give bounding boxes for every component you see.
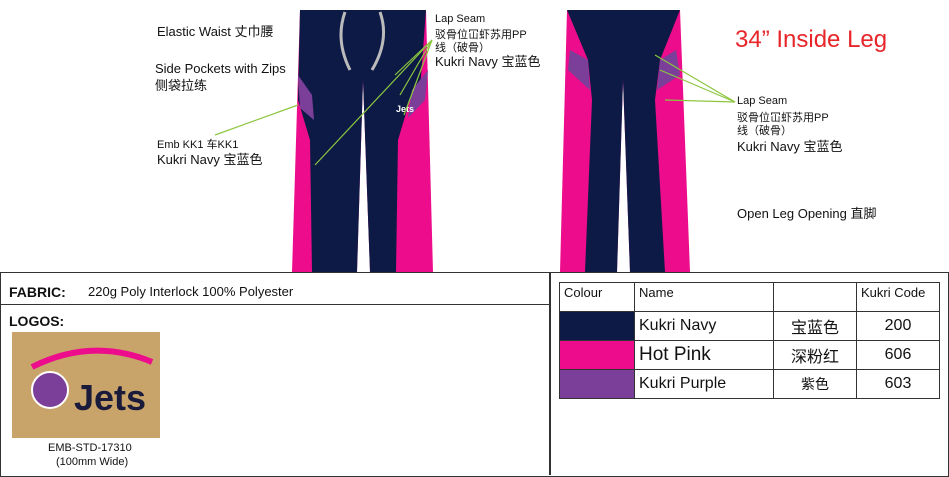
colour-name: Kukri Navy (634, 311, 774, 341)
open-leg-label: Open Leg Opening 直脚 (737, 206, 877, 221)
logos-label: LOGOS: (9, 313, 65, 329)
side-pockets-cn: 侧袋拉练 (155, 78, 208, 93)
front-pants: Jets (292, 10, 433, 272)
back-pants (560, 10, 690, 272)
table-header: Colour Name Kukri Code (559, 282, 940, 312)
lap-seam-back-cn1: 驳骨位冚虾苏用PP (737, 112, 829, 124)
header-name: Name (634, 282, 774, 312)
table-row: Kukri Purple 紫色 603 (559, 369, 940, 399)
svg-text:Jets: Jets (396, 104, 414, 114)
fabric-label: FABRIC: (9, 284, 66, 300)
table-row: Hot Pink 深粉红 606 (559, 340, 940, 370)
emb-colour: Kukri Navy 宝蓝色 (157, 152, 263, 167)
lap-seam-front-cn2: 线（破骨） (435, 42, 490, 54)
svg-text:Jets: Jets (74, 377, 146, 418)
lap-seam-back-cn2: 线（破骨） (737, 125, 792, 137)
swatch-navy (559, 311, 635, 341)
colour-code: 200 (856, 311, 940, 341)
colour-name: Kukri Purple (634, 369, 774, 399)
emb-label: Emb KK1 车KK1 (157, 139, 239, 151)
colour-cn: 深粉红 (773, 340, 857, 370)
swatch-purple (559, 369, 635, 399)
header-colour: Colour (559, 282, 635, 312)
lap-seam-back: Lap Seam (737, 95, 788, 107)
table-row: Kukri Navy 宝蓝色 200 (559, 311, 940, 341)
fabric-value: 220g Poly Interlock 100% Polyester (88, 284, 294, 299)
leader-lines (214, 39, 736, 166)
garment-illustration: Jets (214, 10, 736, 272)
header-code: Kukri Code (856, 282, 940, 312)
colour-cn: 紫色 (773, 369, 857, 399)
header-cn (773, 282, 857, 312)
side-pockets-label: Side Pockets with Zips (155, 61, 286, 76)
lap-seam-front-cn1: 驳骨位冚虾苏用PP (435, 29, 527, 41)
jets-logo: Jets (12, 332, 160, 438)
lap-seam-front-colour: Kukri Navy 宝蓝色 (435, 54, 541, 69)
divider (549, 272, 551, 475)
colour-cn: 宝蓝色 (773, 311, 857, 341)
swatch-pink (559, 340, 635, 370)
colour-name: Hot Pink (634, 340, 774, 370)
colour-code: 606 (856, 340, 940, 370)
lap-seam-back-colour: Kukri Navy 宝蓝色 (737, 139, 843, 154)
colour-code: 603 (856, 369, 940, 399)
logo-code: EMB-STD-17310 (48, 442, 132, 454)
elastic-waist-label: Elastic Waist 丈巾腰 (157, 24, 274, 39)
colour-table: Colour Name Kukri Code Kukri Navy 宝蓝色 20… (559, 282, 940, 399)
lap-seam-front: Lap Seam (435, 13, 486, 25)
divider (0, 304, 549, 305)
inside-leg-label: 34” Inside Leg (735, 26, 888, 53)
logo-size: (100mm Wide) (56, 456, 129, 468)
